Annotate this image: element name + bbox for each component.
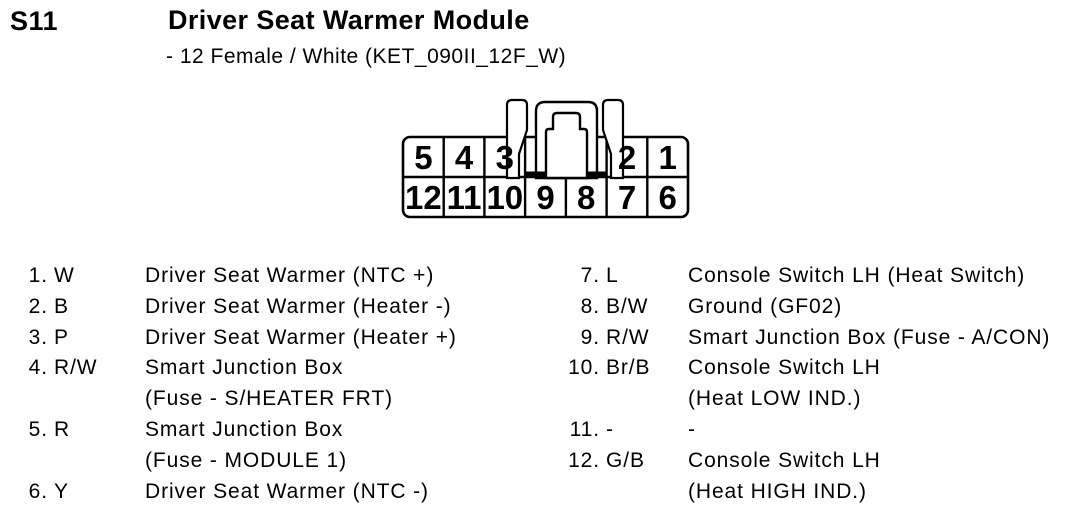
pin-description: Driver Seat Warmer (Heater +): [145, 325, 457, 349]
pin-description: Ground (GF02): [688, 294, 843, 318]
pin-row: 9.R/W Smart Junction Box (Fuse - A/CON): [567, 323, 1050, 354]
pin-number: 10.: [568, 356, 600, 380]
cavity-number-7: 7: [618, 179, 636, 216]
pin-description: Smart Junction Box (Fuse - A/CON): [688, 325, 1051, 349]
wire-color-code: R/W: [606, 325, 650, 349]
latch-prong-right: [601, 98, 625, 180]
pin-number: 11.: [569, 417, 600, 441]
wire-color-code: R: [54, 417, 71, 441]
cavity-number-4: 4: [455, 139, 474, 176]
cavity-number-5: 5: [414, 139, 432, 176]
wire-color-code: R/W: [54, 356, 98, 380]
pin-number: 7.: [580, 264, 600, 287]
pin-row: 3.P Driver Seat Warmer (Heater +): [28, 323, 457, 354]
pin-number: 8.: [580, 294, 600, 318]
pin-list-right: 7. L Console Switch LH (Heat Switch) 8.B/…: [567, 261, 1050, 507]
pin-description: Smart Junction Box: [145, 417, 344, 441]
cavity-number-8: 8: [577, 179, 595, 216]
pin-description-cont: (Heat HIGH IND.): [688, 479, 867, 503]
wire-color-code: B/W: [606, 294, 649, 318]
latch-prong-left: [505, 98, 529, 180]
wire-color-code: -: [606, 417, 614, 441]
pin-number: 1.: [28, 264, 48, 287]
wire-color-code: G/B: [606, 448, 645, 472]
cavity-number-9: 9: [536, 179, 554, 216]
pin-row: 11.- -: [567, 415, 1050, 446]
cavity-number-12: 12: [405, 179, 442, 216]
connector-code: S11: [10, 6, 59, 36]
pin-description: -: [688, 417, 696, 441]
pin-number: 4.: [28, 356, 48, 380]
pin-row: 12.G/B Console Switch LH (Heat HIGH IND.): [567, 446, 1050, 508]
pin-number: 12.: [568, 448, 600, 472]
pin-description: Smart Junction Box: [145, 356, 344, 380]
pin-row: 7. L Console Switch LH (Heat Switch): [567, 261, 1050, 292]
pin-row: 2.B Driver Seat Warmer (Heater -): [28, 292, 457, 323]
pin-number: 5.: [28, 417, 48, 441]
pin-row: 4.R/W Smart Junction Box (Fuse - S/HEATER…: [28, 353, 457, 415]
pin-description: Driver Seat Warmer (Heater -): [145, 294, 452, 318]
wire-color-code: Y: [54, 479, 69, 503]
connector-subtitle: - 12 Female / White (KET_090II_12F_W): [166, 45, 567, 68]
latch-tab: [544, 111, 589, 180]
wire-color-code: P: [54, 325, 69, 349]
cavity-number-3: 3: [496, 139, 514, 176]
wire-color-code: Br/B: [606, 356, 651, 380]
page-title: Driver Seat Warmer Module: [168, 5, 530, 35]
pin-description: Console Switch LH: [688, 448, 881, 472]
pin-row: 5.R Smart Junction Box (Fuse - MODULE 1): [28, 415, 457, 477]
pin-description: Driver Seat Warmer (NTC -): [145, 479, 429, 503]
wire-color-code: L: [606, 264, 619, 287]
wire-color-code: W: [54, 264, 75, 287]
cavity-number-2: 2: [618, 139, 636, 176]
cavity-number-10: 10: [486, 179, 523, 216]
pin-description-cont: (Heat LOW IND.): [688, 387, 862, 411]
cavity-number-6: 6: [659, 179, 677, 216]
pin-row: 1. W Driver Seat Warmer (NTC +): [28, 261, 457, 292]
pin-description-cont: (Fuse - S/HEATER FRT): [145, 387, 393, 411]
pin-number: 2.: [28, 294, 48, 318]
pin-description-cont: (Fuse - MODULE 1): [145, 448, 347, 472]
pin-number: 3.: [28, 325, 48, 349]
cavity-number-11: 11: [447, 179, 482, 216]
pin-description: Console Switch LH (Heat Switch): [688, 264, 1026, 287]
wire-color-code: B: [54, 294, 69, 318]
pin-row: 8.B/W Ground (GF02): [567, 292, 1050, 323]
pin-row: 10.Br/B Console Switch LH (Heat LOW IND.): [567, 353, 1050, 415]
pin-description: Console Switch LH: [688, 356, 881, 380]
connector-diagram: 5 4 3 2 1 12 11 10 9 8 7 6: [401, 98, 690, 219]
cavity-number-1: 1: [659, 139, 677, 176]
pin-list-left: 1. W Driver Seat Warmer (NTC +) 2.B Drive…: [28, 261, 457, 507]
pin-number: 9.: [580, 325, 600, 349]
pin-description: Driver Seat Warmer (NTC +): [145, 264, 435, 287]
pin-number: 6.: [28, 479, 48, 503]
pin-row: 6.Y Driver Seat Warmer (NTC -): [28, 477, 457, 508]
